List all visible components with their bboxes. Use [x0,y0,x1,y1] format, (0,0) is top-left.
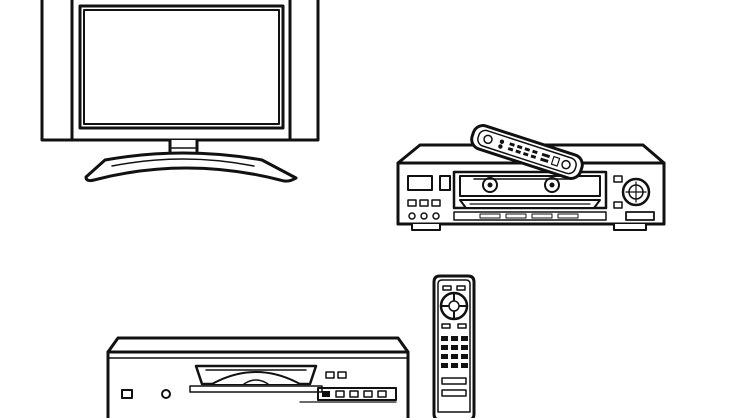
remote-on-vcr-icon [469,123,585,181]
vcr-icon [398,145,664,230]
dvd-player-icon [108,338,408,418]
tv-icon [42,0,318,181]
remote-control-icon [434,276,474,418]
